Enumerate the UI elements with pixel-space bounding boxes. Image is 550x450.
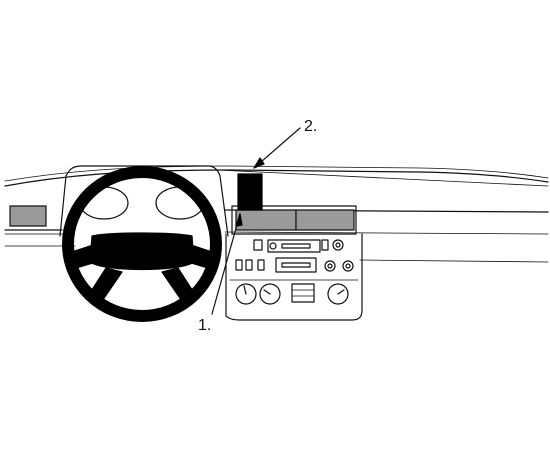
steering-wheel bbox=[62, 166, 222, 322]
mounting-bracket bbox=[237, 173, 263, 211]
left-air-vent bbox=[9, 205, 47, 227]
callout-2: 2. bbox=[253, 118, 317, 169]
center-air-vents bbox=[231, 205, 357, 235]
callout-1-label: 1. bbox=[198, 317, 211, 334]
center-console bbox=[225, 233, 363, 321]
callout-2-label: 2. bbox=[304, 118, 317, 135]
callout-1: 1. bbox=[198, 213, 243, 334]
